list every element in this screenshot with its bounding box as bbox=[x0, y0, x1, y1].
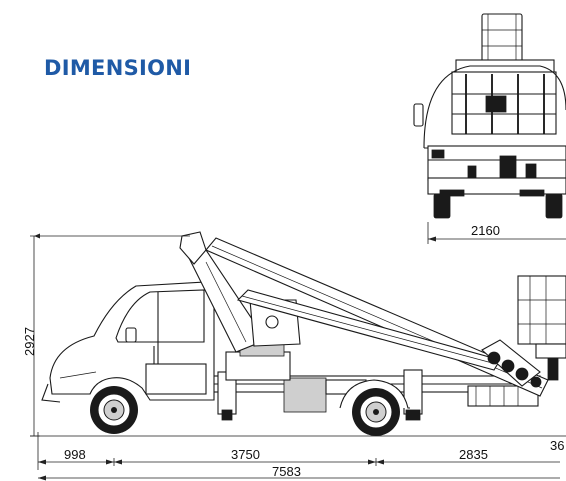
outrigger-rear bbox=[403, 369, 423, 421]
cab bbox=[41, 281, 215, 403]
front-width-label: 2160 bbox=[471, 223, 500, 238]
boom-rollers bbox=[481, 339, 542, 388]
dimension-lines bbox=[30, 233, 560, 481]
front-overhang-label: 998 bbox=[64, 447, 86, 462]
partial-dimension-label: 36 bbox=[550, 438, 564, 453]
front-wheel bbox=[90, 386, 138, 434]
front-view-drawing bbox=[413, 13, 566, 244]
rear-wheel bbox=[339, 379, 410, 436]
rear-overhang-label: 2835 bbox=[459, 447, 488, 462]
basket-side bbox=[517, 275, 566, 381]
side-view-drawing bbox=[30, 231, 566, 437]
page-title: DIMENSIONI bbox=[44, 56, 192, 80]
boom-turret bbox=[179, 231, 301, 381]
telescopic-boom bbox=[205, 237, 549, 397]
basket-front bbox=[451, 13, 557, 135]
total-length-label: 7583 bbox=[272, 464, 301, 479]
height-label: 2927 bbox=[22, 327, 37, 356]
wheelbase-label: 3750 bbox=[231, 447, 260, 462]
